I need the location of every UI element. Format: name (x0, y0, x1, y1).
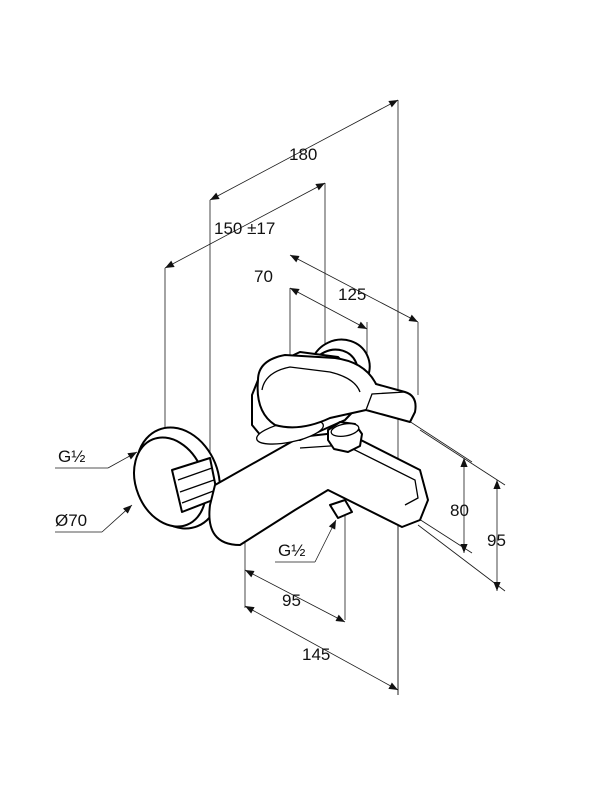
label-overall-length: 180 (289, 145, 317, 164)
dim-150-line (164, 182, 326, 269)
dim-145-line (244, 605, 399, 691)
dimension-labels: 180 150 ±17 70 125 80 95 95 145 (214, 145, 506, 664)
outlet-nipple (329, 499, 353, 519)
faucet-illustration (133, 338, 429, 546)
label-rosette-diameter: Ø70 (55, 511, 87, 530)
label-inlet-thread: G½ (58, 447, 85, 466)
label-spout-height: 80 (450, 501, 469, 520)
label-outlet-thread: G½ (278, 541, 305, 560)
label-total-height: 95 (487, 531, 506, 550)
leader-lines (55, 451, 337, 563)
label-handle-offset: 70 (254, 267, 273, 286)
dimension-lines (164, 99, 501, 691)
label-body-width: 95 (282, 591, 301, 610)
label-spout-reach: 125 (338, 285, 366, 304)
label-wall-offset: 150 ±17 (214, 219, 275, 238)
label-total-width: 145 (302, 645, 330, 664)
dim-125-line (289, 254, 419, 323)
callout-labels: G½ Ø70 G½ (55, 447, 305, 560)
